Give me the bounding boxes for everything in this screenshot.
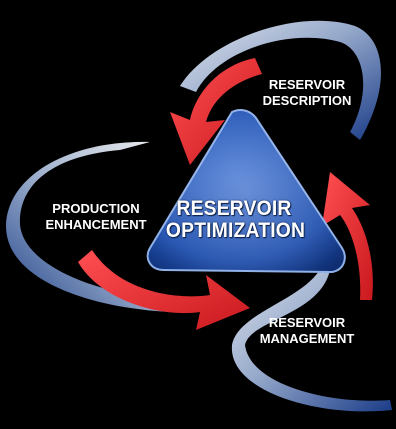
label-management-line1: RESERVOIR <box>268 315 346 330</box>
label-reservoir-management: RESERVOIR MANAGEMENT <box>244 315 370 346</box>
arrow-right-up <box>322 172 373 300</box>
center-title-line1: RESERVOIR <box>176 197 292 220</box>
ribbon-top <box>180 20 381 140</box>
center-title-line2: OPTIMIZATION <box>165 219 306 243</box>
label-reservoir-description: RESERVOIR DESCRIPTION <box>244 77 370 108</box>
arrow-left-bottom <box>78 250 250 330</box>
label-production-line1: PRODUCTION <box>52 201 140 216</box>
label-description-line2: DESCRIPTION <box>262 92 352 108</box>
arrow-top-left <box>170 58 262 165</box>
label-production-enhancement: PRODUCTION ENHANCEMENT <box>28 201 164 232</box>
label-description-line1: RESERVOIR <box>268 77 346 92</box>
ribbon-left <box>5 141 175 312</box>
label-production-line2: ENHANCEMENT <box>45 216 147 232</box>
label-management-line2: MANAGEMENT <box>259 330 355 346</box>
ribbon-bottom <box>231 266 392 412</box>
center-title: RESERVOIR OPTIMIZATION <box>165 197 306 243</box>
